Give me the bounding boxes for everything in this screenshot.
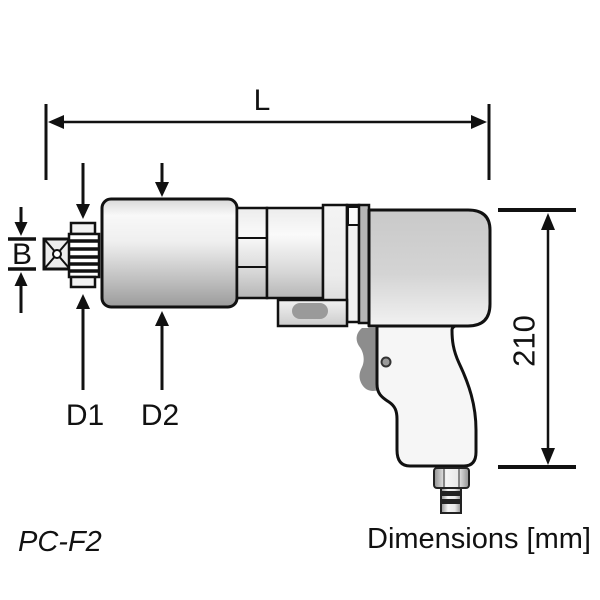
arrowhead-up-icon xyxy=(155,311,169,326)
length-dimension xyxy=(44,104,491,180)
arrowhead-up-icon xyxy=(541,213,555,230)
exhaust-slot xyxy=(292,303,328,319)
square-drive-dimension xyxy=(8,207,36,313)
arrowhead-up-icon xyxy=(14,272,28,286)
model-name-label: PC-F2 xyxy=(18,526,102,558)
arrowhead-left-icon xyxy=(48,115,64,129)
square-drive-label: B xyxy=(11,238,33,271)
hex-nut xyxy=(433,467,470,489)
air-inlet-fitting xyxy=(433,467,470,514)
stepped-coupler xyxy=(235,206,269,300)
d1-pointer-arrows xyxy=(76,163,90,390)
clutch-block xyxy=(265,206,325,300)
d1-label: D1 xyxy=(65,399,105,432)
grip-screw xyxy=(380,356,392,368)
arrowhead-up-icon xyxy=(76,294,90,309)
length-label: L xyxy=(253,84,271,117)
square-drive xyxy=(42,237,72,271)
spline-shaft xyxy=(67,221,101,289)
motor-housing xyxy=(367,208,492,328)
arrowhead-down-icon xyxy=(155,182,169,197)
arrowhead-down-icon xyxy=(76,204,90,219)
handle-grip xyxy=(375,322,478,468)
arrowhead-down-icon xyxy=(14,222,28,236)
arrowhead-down-icon xyxy=(541,448,555,465)
gearbox-cylinder xyxy=(100,197,239,309)
height-dimension xyxy=(498,208,576,469)
d2-label: D2 xyxy=(140,399,180,432)
exhaust-port xyxy=(276,298,349,328)
units-note-label: Dimensions [mm] xyxy=(367,523,591,555)
trigger xyxy=(356,328,379,391)
height-label: 210 xyxy=(506,315,542,367)
arrowhead-right-icon xyxy=(471,115,487,129)
d2-pointer-arrows xyxy=(155,163,169,390)
top-latch-tab xyxy=(347,206,360,226)
